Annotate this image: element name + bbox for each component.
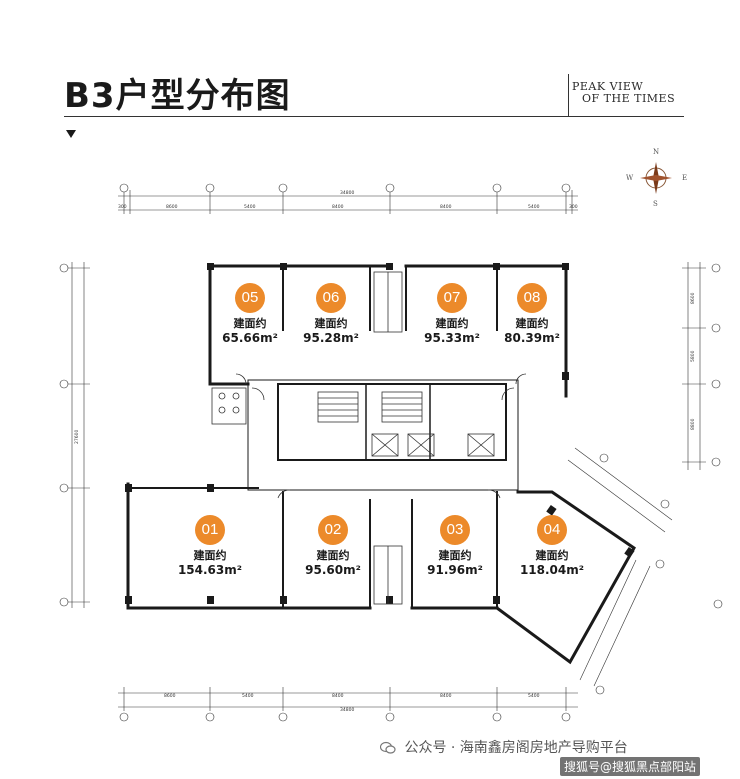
dim-bottom-4: 5400: [528, 693, 540, 699]
unit-06-badge: 06: [316, 283, 346, 313]
dim-right-1: 5800: [690, 350, 696, 362]
watermark: 搜狐号@搜狐黑点部阳站: [560, 757, 701, 776]
compass-n: N: [653, 148, 660, 156]
unit-07-label: 建面约: [435, 317, 469, 330]
dim-top-5: 5400: [528, 204, 540, 210]
unit-06-label: 建面约: [314, 317, 348, 330]
unit-03-area: 91.96m²: [427, 563, 483, 577]
dim-top-total: 34800: [340, 190, 354, 196]
dim-top-4: 8400: [440, 204, 452, 210]
unit-02-badge: 02: [318, 515, 348, 545]
unit-02-area: 95.60m²: [305, 563, 361, 577]
unit-06[interactable]: 06 建面约 95.28m²: [276, 283, 386, 345]
dim-bottom-2: 8400: [332, 693, 344, 699]
unit-02[interactable]: 02 建面约 95.60m²: [278, 515, 388, 577]
unit-04-area: 118.04m²: [519, 563, 585, 577]
unit-01-area: 154.63m²: [177, 563, 243, 577]
unit-07[interactable]: 07 建面约 95.33m²: [397, 283, 507, 345]
footer-text: 公众号 · 海南鑫房阁房地产导购平台: [404, 740, 628, 756]
title-divider: [64, 116, 684, 117]
dim-bottom-0: 8600: [164, 693, 176, 699]
unit-03[interactable]: 03 建面约 91.96m²: [400, 515, 510, 577]
dim-top-0: 300: [118, 204, 127, 210]
down-triangle-icon: [66, 130, 76, 138]
dim-bottom-total: 34800: [340, 707, 354, 713]
unit-02-label: 建面约: [316, 549, 350, 562]
brand-logo: PEAK VIEW OF THE TIMES: [572, 81, 690, 105]
dim-bottom-3: 8400: [440, 693, 452, 699]
unit-05-label: 建面约: [233, 317, 267, 330]
unit-06-area: 95.28m²: [303, 331, 359, 345]
unit-07-area: 95.33m²: [424, 331, 480, 345]
unit-08-label: 建面约: [515, 317, 549, 330]
compass-e: E: [682, 174, 688, 182]
unit-04-badge: 04: [537, 515, 567, 545]
brand-line-2: OF THE TIMES: [582, 92, 676, 105]
unit-08-area: 80.39m²: [504, 331, 560, 345]
page-title: B3户型分布图: [64, 76, 291, 116]
top-axis-ticks: [123, 190, 573, 214]
unit-05-area: 65.66m²: [222, 331, 278, 345]
footer-source: 公众号 · 海南鑫房阁房地产导购平台: [380, 737, 628, 757]
brand-divider: [568, 74, 569, 116]
unit-01-label: 建面约: [193, 549, 227, 562]
unit-04[interactable]: 04 建面约 118.04m²: [497, 515, 607, 577]
wechat-icon: [380, 741, 396, 754]
unit-08[interactable]: 08 建面约 80.39m²: [477, 283, 587, 345]
unit-07-badge: 07: [437, 283, 467, 313]
dim-right-0: 8600: [690, 292, 696, 304]
unit-05-badge: 05: [235, 283, 265, 313]
unit-08-badge: 08: [517, 283, 547, 313]
unit-05[interactable]: 05 建面约 65.66m²: [195, 283, 305, 345]
dim-top-2: 5400: [244, 204, 256, 210]
dim-right-2: 8800: [690, 418, 696, 430]
dim-top-6: 300: [569, 204, 578, 210]
compass-s: S: [653, 200, 658, 208]
brand-line-1: PEAK VIEW: [572, 80, 644, 93]
unit-03-badge: 03: [440, 515, 470, 545]
unit-01-badge: 01: [195, 515, 225, 545]
dim-top-1: 8600: [166, 204, 178, 210]
unit-04-label: 建面约: [535, 549, 569, 562]
dim-top-3: 8400: [332, 204, 344, 210]
compass-w: W: [626, 174, 634, 182]
unit-01[interactable]: 01 建面约 154.63m²: [155, 515, 265, 577]
compass-rose-icon: N S E W: [620, 148, 696, 208]
unit-03-label: 建面约: [438, 549, 472, 562]
dim-left-total: 27600: [74, 430, 80, 444]
dim-bottom-1: 5400: [242, 693, 254, 699]
